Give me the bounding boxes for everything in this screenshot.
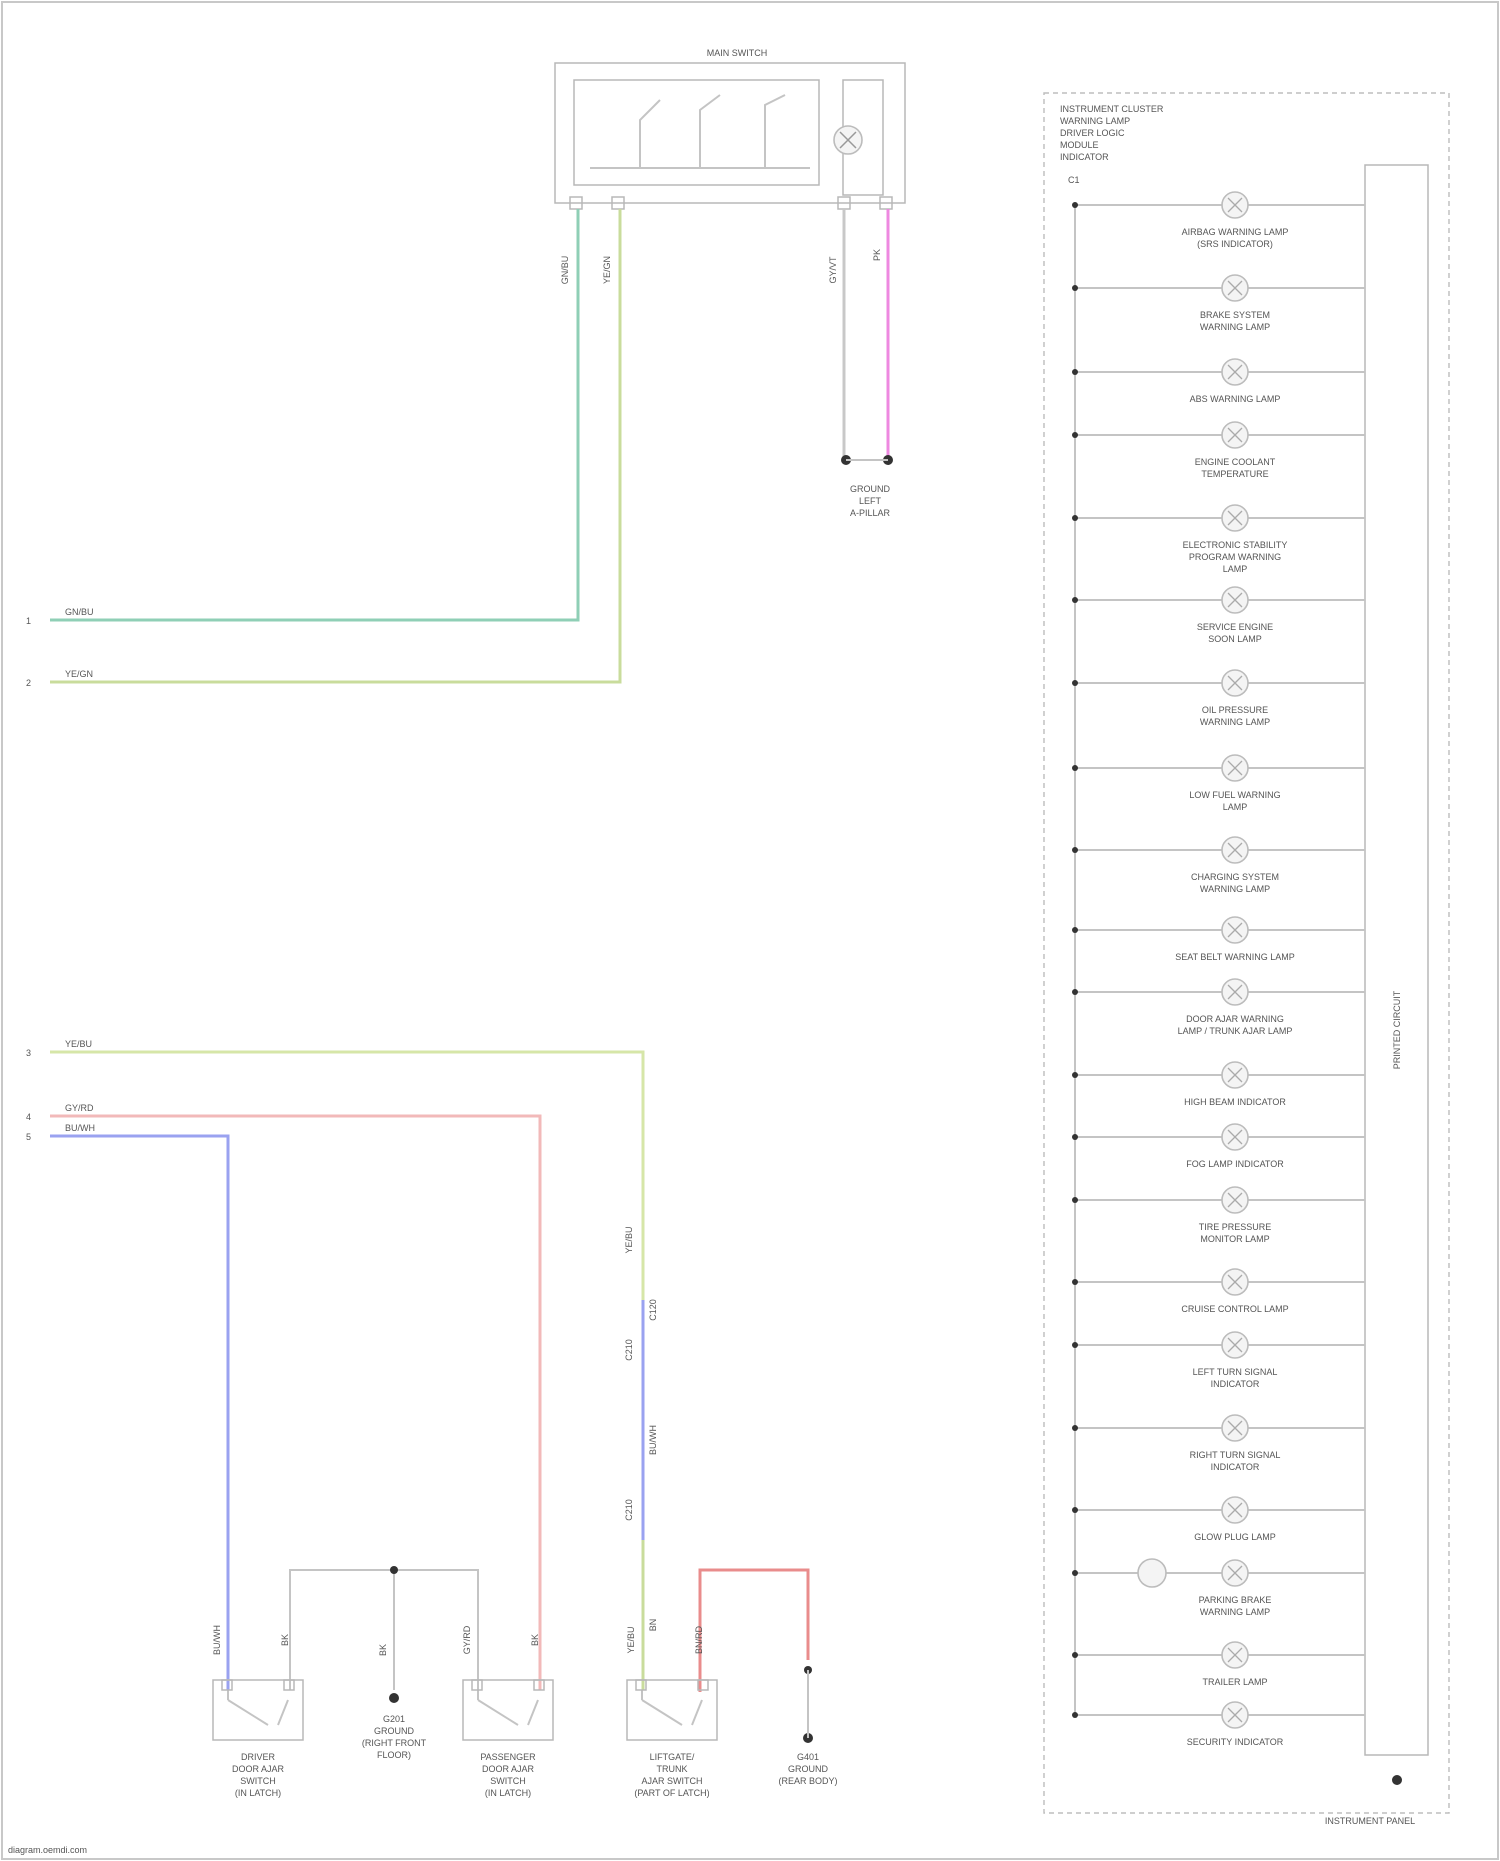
warning-lamp: CRUISE CONTROL LAMP <box>1072 1269 1365 1314</box>
switch-wire-top: GY/RD <box>462 1625 472 1654</box>
lamp-label: ABS WARNING LAMP <box>1190 394 1281 404</box>
switch-wire-gnd: BN/RD <box>694 1626 704 1655</box>
main-switch-title: MAIN SWITCH <box>707 48 768 58</box>
lamp-label: TRAILER LAMP <box>1202 1677 1267 1687</box>
connector-num: 2 <box>26 678 31 688</box>
connector-wire: YE/BU <box>65 1039 92 1049</box>
connector-wire: YE/GN <box>65 669 93 679</box>
lamp-label: CRUISE CONTROL LAMP <box>1181 1304 1288 1314</box>
wire-mid-rd <box>700 1570 808 1692</box>
printed-circuit-label: PRINTED CIRCUIT <box>1392 990 1402 1069</box>
connector-wire: GN/BU <box>65 607 94 617</box>
switch-wire-top: BU/WH <box>212 1625 222 1655</box>
switch-wire-top: YE/BU <box>626 1626 636 1653</box>
switch-wire-gnd: BK <box>280 1634 290 1646</box>
mid-wire-label: BN <box>648 1619 658 1632</box>
warning-lamp: AIRBAG WARNING LAMP(SRS INDICATOR) <box>1072 192 1365 249</box>
warning-lamp: HIGH BEAM INDICATOR <box>1072 1062 1365 1107</box>
wire-gy-rd <box>50 1116 540 1690</box>
splice-label: BK <box>378 1644 388 1656</box>
connector-wire: BU/WH <box>65 1123 95 1133</box>
connector-num: 1 <box>26 616 31 626</box>
left-connectors: 1 GN/BU 2 YE/GN 3 YE/BU 4 GY/RD 5 BU/WH <box>26 607 95 1142</box>
pin-label-3: GY/VT <box>828 256 838 284</box>
wire-gn-bu <box>50 209 578 620</box>
watermark: diagram.oemdi.com <box>8 1845 87 1855</box>
main-switch: MAIN SWITCH <box>555 48 905 209</box>
warning-lamp: SEAT BELT WARNING LAMP <box>1072 917 1365 962</box>
cluster-pin: C1 <box>1068 175 1080 185</box>
mid-wire-label: C120 <box>648 1299 658 1321</box>
warning-lamp: TRAILER LAMP <box>1072 1642 1365 1687</box>
wire-ye-gn <box>50 209 620 682</box>
lamp-label: FOG LAMP INDICATOR <box>1186 1159 1284 1169</box>
mid-wire-label: YE/BU <box>624 1226 634 1253</box>
lamp-label: SECURITY INDICATOR <box>1187 1737 1284 1747</box>
mid-wire-label: C210 <box>624 1499 634 1521</box>
pin-label-2: YE/GN <box>602 256 612 284</box>
switch-wire-gnd: BK <box>530 1634 540 1646</box>
warning-lamp: GLOW PLUG LAMP <box>1072 1497 1365 1542</box>
connector-num: 4 <box>26 1112 31 1122</box>
wire-ground-splice <box>290 1570 478 1690</box>
mid-wire-label: C210 <box>624 1339 634 1361</box>
wire-ye-bu <box>50 1052 643 1300</box>
mid-wire-label: BU/WH <box>648 1425 658 1455</box>
lamp-label: SEAT BELT WARNING LAMP <box>1175 952 1295 962</box>
wire-bu-wh <box>50 1136 228 1690</box>
pin-label-1: GN/BU <box>560 256 570 285</box>
auxiliary-lamp <box>1138 1559 1166 1587</box>
warning-lamp: SECURITY INDICATOR <box>1072 1702 1365 1747</box>
lamp-label: AIRBAG WARNING LAMP(SRS INDICATOR) <box>1182 227 1289 249</box>
connector-num: 3 <box>26 1048 31 1058</box>
connector-wire: GY/RD <box>65 1103 94 1113</box>
indicator-list: AIRBAG WARNING LAMP(SRS INDICATOR) BRAKE … <box>1072 192 1365 1747</box>
lamp-label: GLOW PLUG LAMP <box>1194 1532 1276 1542</box>
warning-lamp: FOG LAMP INDICATOR <box>1072 1124 1365 1169</box>
connector-num: 5 <box>26 1132 31 1142</box>
warning-lamp: ABS WARNING LAMP <box>1072 359 1365 404</box>
lamp-label: HIGH BEAM INDICATOR <box>1184 1097 1286 1107</box>
cluster-footer: INSTRUMENT PANEL <box>1325 1816 1415 1826</box>
pin-label-4: PK <box>872 249 882 261</box>
